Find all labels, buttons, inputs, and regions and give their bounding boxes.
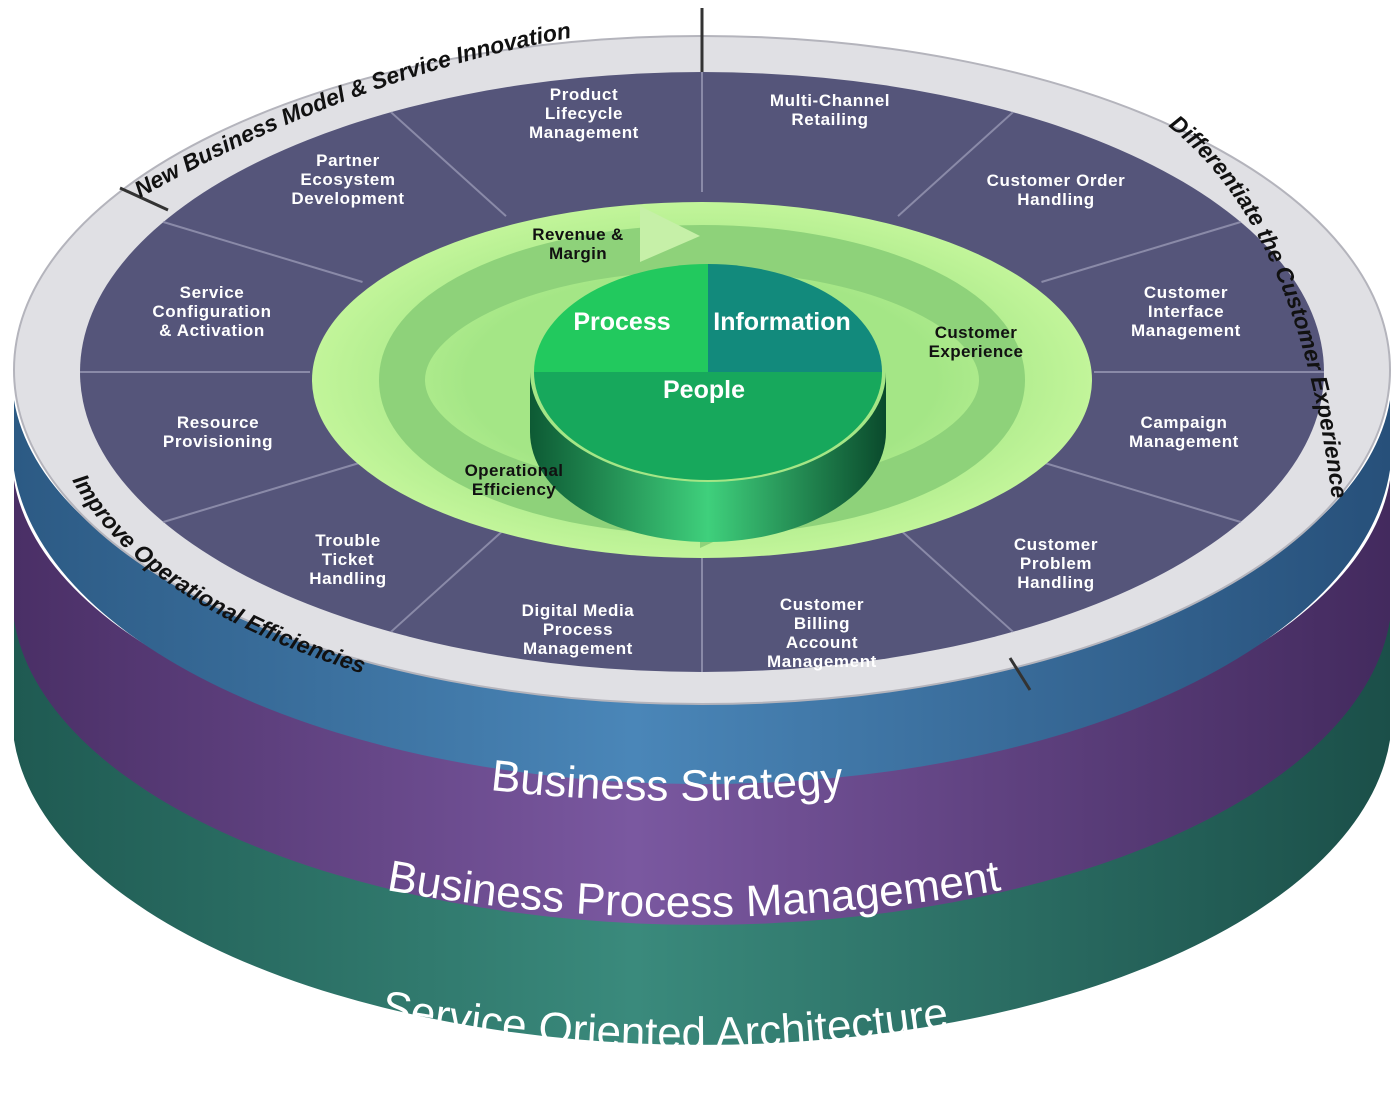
- segment-label-line: Management: [529, 123, 639, 142]
- segment-label-line: & Activation: [159, 321, 265, 340]
- segment-label-line: Lifecycle: [545, 104, 623, 123]
- core-slice-information: [708, 264, 882, 372]
- segment-label-line: Management: [523, 639, 633, 658]
- segment-label-line: Ecosystem: [300, 170, 395, 189]
- segment-label-line: Customer Order: [987, 171, 1126, 190]
- segment-label-line: Ticket: [322, 550, 374, 569]
- segment-label-line: Digital Media: [522, 601, 635, 620]
- core-slice-people: [534, 372, 882, 480]
- segment-label-line: Management: [1129, 432, 1239, 451]
- segment-divider: [897, 527, 1014, 633]
- rim-divider-right: [1008, 657, 1032, 691]
- segment-label-line: Customer: [1014, 535, 1098, 554]
- core-slice-process: [534, 264, 708, 372]
- segment-label-line: Multi-Channel: [770, 91, 890, 110]
- ring-label-line: Margin: [549, 244, 607, 263]
- bpm-layer: [14, 480, 1390, 925]
- strategy-layer: [14, 400, 1390, 785]
- segment-label-line: Management: [767, 652, 877, 671]
- core-label-information: Information: [713, 308, 851, 336]
- rim-divider-left: [119, 186, 169, 212]
- segment-label-line: Handling: [1017, 573, 1095, 592]
- segment-divider: [163, 461, 363, 523]
- soa-layer: [14, 540, 1390, 1045]
- core-label-process: Process: [573, 308, 670, 336]
- segment-label-line: Retailing: [791, 110, 868, 129]
- segment-label-line: Resource: [177, 413, 259, 432]
- segment-label-line: Billing: [794, 614, 850, 633]
- segment-divider: [897, 111, 1014, 217]
- segment-label-line: Product: [550, 85, 618, 104]
- segment-label-line: Provisioning: [163, 432, 273, 451]
- ring-label-line: Revenue &: [532, 225, 623, 244]
- core-disc: [530, 264, 886, 542]
- ring-label-line: Experience: [929, 342, 1024, 361]
- ring-label-line: Customer: [935, 323, 1018, 342]
- segment-label-line: Trouble: [315, 531, 381, 550]
- segment-divider: [163, 221, 363, 283]
- segment-divider: [1041, 461, 1241, 523]
- segment-label-line: Service: [180, 283, 245, 302]
- core-label-people: People: [663, 376, 745, 404]
- segment-label-line: Campaign: [1141, 413, 1228, 432]
- ring-label-revenue: Revenue &Margin: [532, 225, 623, 263]
- segment-label-line: Development: [291, 189, 404, 208]
- layer-stack: [14, 400, 1390, 1045]
- ring-label-line: Operational: [465, 461, 564, 480]
- segment-dividers: [80, 72, 1324, 672]
- segment-label-line: Customer: [1144, 283, 1228, 302]
- segment-divider: [1041, 221, 1241, 283]
- segment-label-line: Customer: [780, 595, 864, 614]
- segment-label-line: Handling: [1017, 190, 1095, 209]
- segment-label-line: Handling: [309, 569, 387, 588]
- arrow-head-top: [640, 206, 700, 262]
- segment-label-line: Process: [543, 620, 613, 639]
- core-side: [530, 372, 886, 542]
- ring-label-line: Efficiency: [472, 480, 556, 499]
- segment-label-line: Interface: [1148, 302, 1224, 321]
- segment-label-line: Configuration: [152, 302, 271, 321]
- segment-divider: [390, 527, 507, 633]
- segment-label-line: Management: [1131, 321, 1241, 340]
- segment-label-line: Account: [786, 633, 858, 652]
- segment-label-line: Problem: [1020, 554, 1092, 573]
- segment-label-line: Partner: [316, 151, 380, 170]
- segment-divider: [390, 111, 507, 217]
